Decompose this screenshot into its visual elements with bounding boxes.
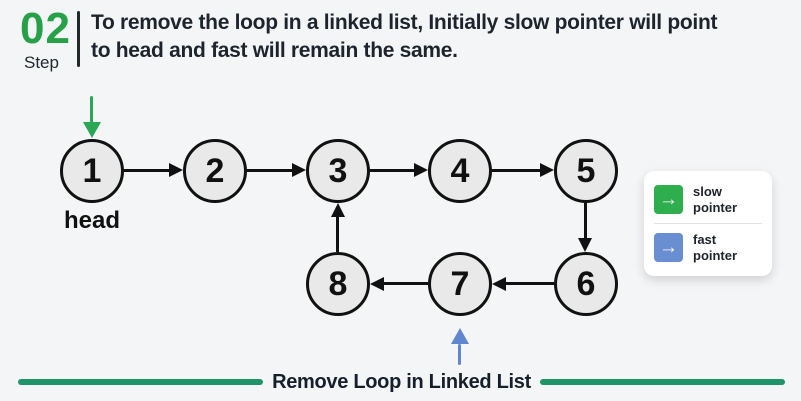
node-2: 2 <box>183 139 247 203</box>
slow-pointer-arrow-icon <box>83 122 101 138</box>
fast-pointer-arrow-line <box>458 344 461 365</box>
edge-1-2-line <box>124 169 169 172</box>
legend: → slow pointer → fast pointer <box>644 171 772 277</box>
legend-label-fast: fast pointer <box>693 232 737 263</box>
fast-pointer-swatch-icon: → <box>654 233 683 263</box>
legend-label-fast-line2: pointer <box>693 247 738 263</box>
node-6: 6 <box>554 252 618 316</box>
node-4: 4 <box>428 139 492 203</box>
legend-item-slow: → slow pointer <box>654 180 762 219</box>
step-label: Step <box>24 53 59 72</box>
footer-caption: Remove Loop in Linked List <box>272 370 531 393</box>
fast-pointer-arrow-icon <box>451 328 469 344</box>
edge-2-3-line <box>247 169 292 172</box>
edge-5-6-arrowhead-icon <box>578 238 592 252</box>
legend-label-slow-line2: pointer <box>693 199 738 215</box>
edge-2-3-arrowhead-icon <box>292 163 306 177</box>
step-number: 02 <box>20 4 71 53</box>
edge-4-5-arrowhead-icon <box>540 163 554 177</box>
node-8: 8 <box>306 252 370 316</box>
edge-3-4-arrowhead-icon <box>414 163 428 177</box>
slow-pointer-swatch-icon: → <box>654 185 683 215</box>
edge-7-8-arrowhead-icon <box>370 277 384 291</box>
legend-label-fast-line1: fast <box>693 232 717 248</box>
slow-pointer-arrow-line <box>90 96 93 123</box>
header-divider <box>77 11 80 67</box>
edge-4-5-line <box>492 169 540 172</box>
legend-label-slow: slow pointer <box>693 184 737 215</box>
edge-8-3-line <box>336 217 339 252</box>
node-3: 3 <box>306 139 370 203</box>
node-1: 1 <box>60 139 124 203</box>
edge-5-6-line <box>584 203 587 238</box>
edge-6-7-arrowhead-icon <box>492 277 506 291</box>
node-7: 7 <box>428 252 492 316</box>
footer-line-left <box>18 379 264 385</box>
legend-divider <box>654 223 762 225</box>
footer: Remove Loop in Linked List <box>18 368 786 396</box>
edge-8-3-arrowhead-icon <box>331 203 345 217</box>
node-5: 5 <box>554 139 618 203</box>
edge-1-2-arrowhead-icon <box>169 163 183 177</box>
legend-label-slow-line1: slow <box>693 184 722 199</box>
head-label: head <box>63 207 120 234</box>
edge-3-4-line <box>370 169 414 172</box>
edge-7-8-line <box>384 282 428 285</box>
edge-6-7-line <box>506 282 554 285</box>
footer-line-right <box>539 379 786 385</box>
legend-item-fast: → fast pointer <box>654 228 762 267</box>
page-title: To remove the loop in a linked list, Ini… <box>91 11 718 62</box>
